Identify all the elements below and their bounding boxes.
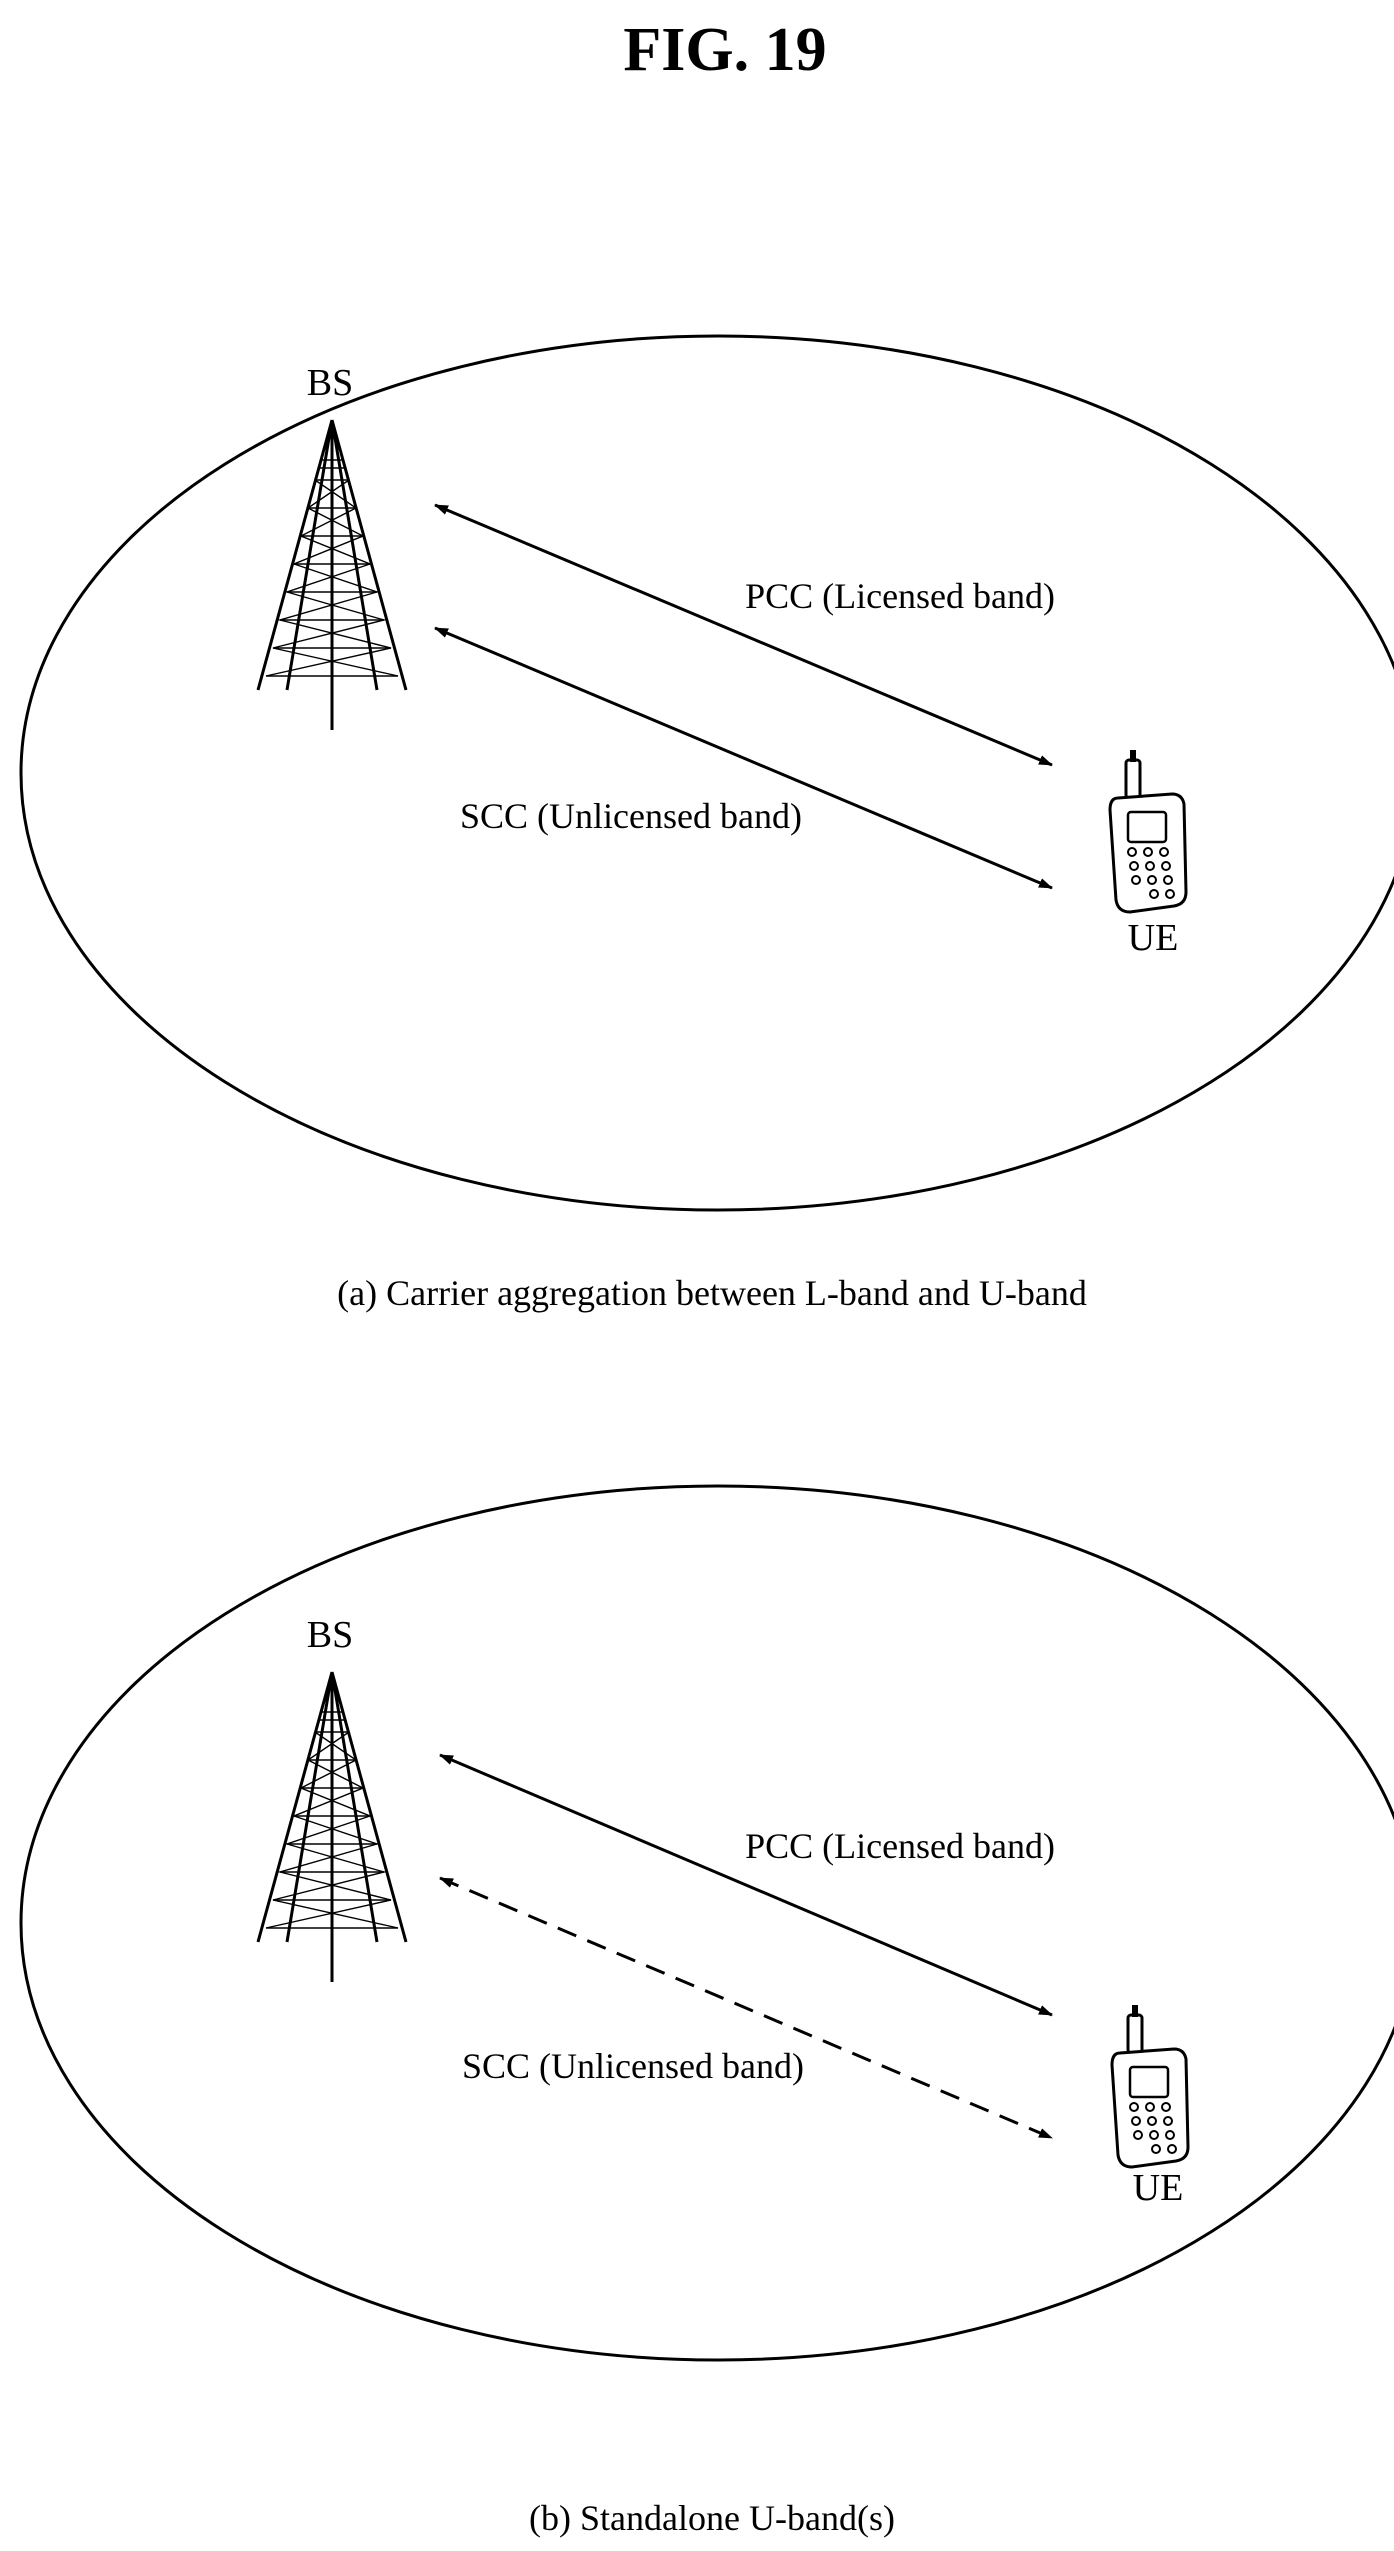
ue-phone-icon bbox=[1112, 2005, 1188, 2167]
base-station-tower-icon bbox=[258, 1672, 406, 1982]
ue-label: UE bbox=[1128, 917, 1179, 959]
scc-link-label: SCC (Unlicensed band) bbox=[460, 796, 802, 836]
panel-a-caption: (a) Carrier aggregation between L-band a… bbox=[337, 1273, 1087, 1313]
pcc-link-label: PCC (Licensed band) bbox=[745, 1826, 1055, 1866]
pcc-link-arrow bbox=[435, 505, 1052, 765]
cell-coverage-ellipse bbox=[21, 1486, 1394, 2360]
scc-link-dashed-arrow bbox=[440, 1878, 1052, 2138]
ue-phone-icon bbox=[1110, 750, 1186, 912]
scc-link-arrow bbox=[435, 628, 1052, 888]
base-station-label: BS bbox=[307, 1614, 353, 1656]
base-station-tower-icon bbox=[258, 420, 406, 730]
panel-b: BS PCC (Licensed band) SCC (Unlicensed b… bbox=[21, 1486, 1394, 2538]
cell-coverage-ellipse bbox=[21, 336, 1394, 1210]
figure-title: FIG. 19 bbox=[623, 16, 826, 84]
ue-label: UE bbox=[1133, 2167, 1184, 2209]
pcc-link-label: PCC (Licensed band) bbox=[745, 576, 1055, 616]
panel-a: BS PCC (Licensed band) SCC (Unlicensed b… bbox=[21, 336, 1394, 1313]
base-station-label: BS bbox=[307, 362, 353, 404]
pcc-link-arrow bbox=[440, 1755, 1052, 2015]
panel-b-caption: (b) Standalone U-band(s) bbox=[529, 2498, 895, 2538]
scc-link-label: SCC (Unlicensed band) bbox=[462, 2046, 804, 2086]
